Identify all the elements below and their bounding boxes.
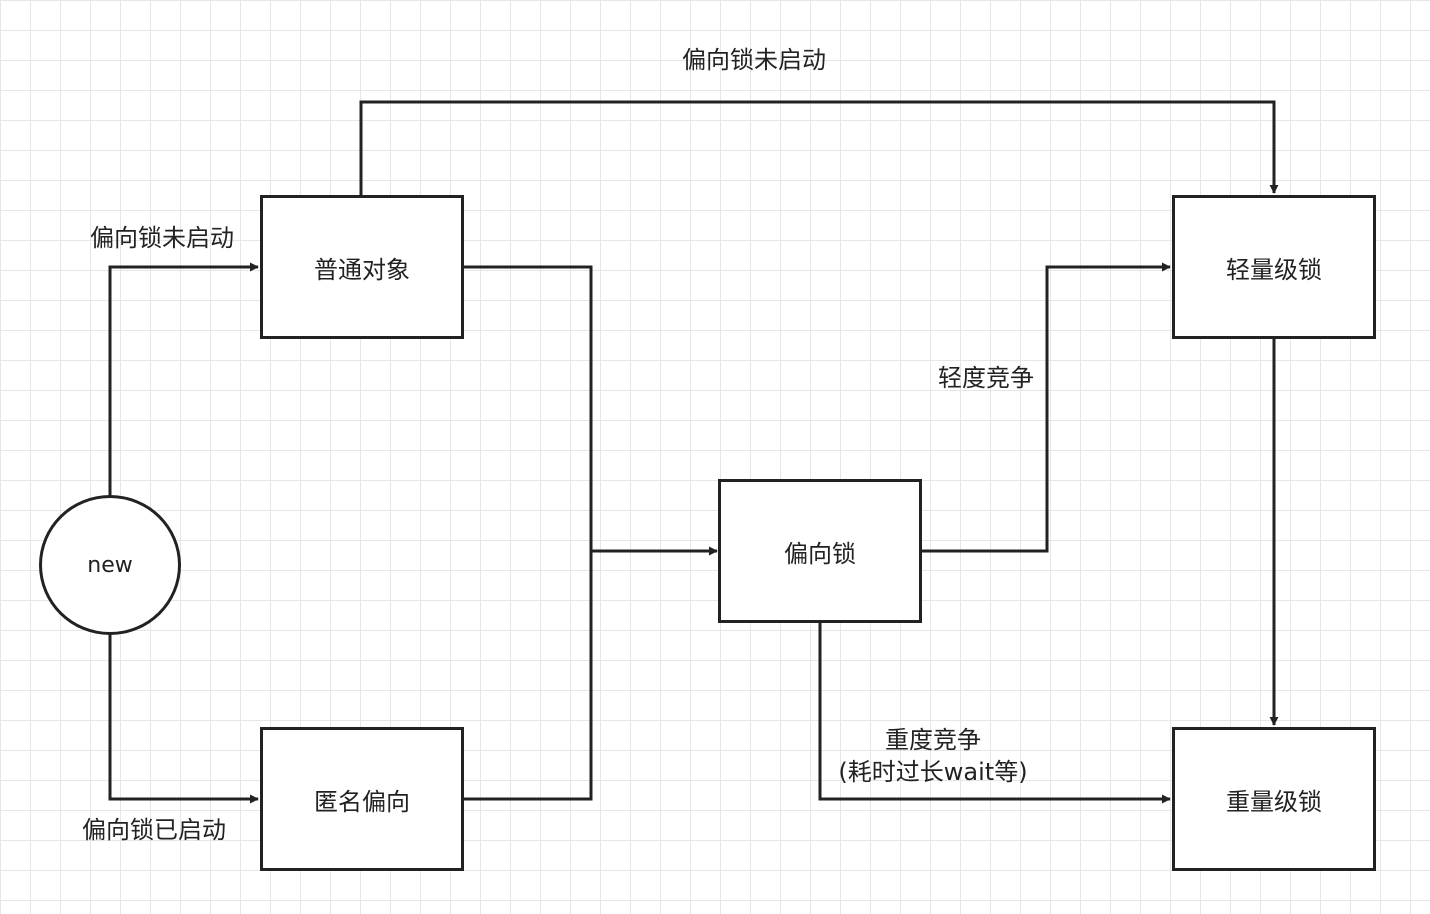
node-new[interactable]: new	[39, 495, 181, 635]
node-normal-object[interactable]: 普通对象	[260, 195, 464, 339]
edge-normal-to-merge	[462, 265, 593, 551]
edge-anonymous-to-merge	[462, 551, 593, 801]
node-heavyweight-lock[interactable]: 重量级锁	[1172, 727, 1376, 871]
label-heavy-contention-line2: (耗时过长wait等)	[838, 758, 1028, 786]
node-lightweight-lock[interactable]: 轻量级锁	[1172, 195, 1376, 339]
edge-normal-to-lightweight	[359, 100, 1279, 196]
label-light-contention: 轻度竞争	[938, 364, 1034, 392]
label-left-not-started: 偏向锁未启动	[90, 224, 234, 252]
label-top-not-started: 偏向锁未启动	[682, 46, 826, 74]
edge-new-to-anonymous	[108, 634, 259, 804]
node-anonymous-biased[interactable]: 匿名偏向	[260, 727, 464, 871]
edge-biased-to-heavyweight	[818, 621, 1171, 804]
label-heavy-contention: 重度竞争 (耗时过长wait等)	[828, 724, 1038, 788]
edge-new-to-normal	[108, 262, 259, 496]
node-biased-lock[interactable]: 偏向锁	[718, 479, 922, 623]
label-left-started: 偏向锁已启动	[82, 816, 226, 844]
edge-biased-to-lightweight	[920, 262, 1171, 553]
label-heavy-contention-line1: 重度竞争	[885, 726, 981, 754]
